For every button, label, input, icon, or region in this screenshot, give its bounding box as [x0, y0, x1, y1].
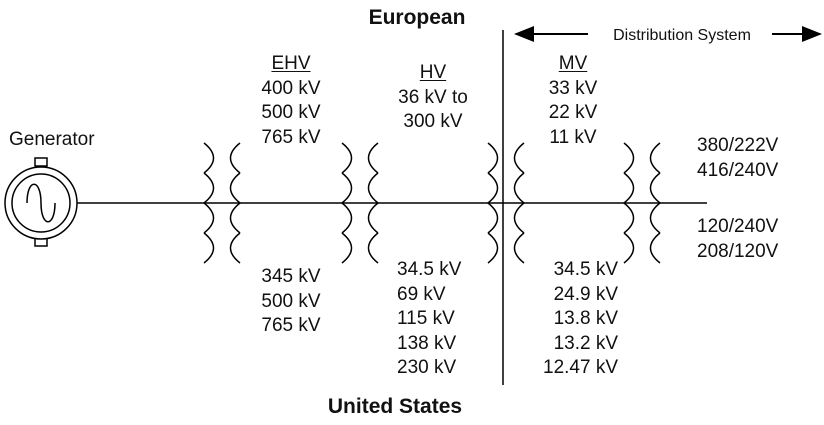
voltage-level: 400 kV: [261, 77, 321, 99]
voltage-level: 22 kV: [548, 102, 598, 123]
voltage-level: 765 kV: [261, 315, 321, 336]
voltage-level: 34.5 kV: [397, 259, 462, 280]
voltage-level: 13.2 kV: [553, 332, 618, 354]
european-hv-block: HV 36 kV to 300 kV: [383, 61, 483, 135]
voltage-level: 500 kV: [261, 102, 321, 123]
ehv-heading: EHV: [271, 53, 311, 74]
voltage-level: 380/222V: [697, 135, 779, 156]
transformer-symbol: [487, 142, 525, 264]
voltage-level: 13.8 kV: [553, 308, 618, 329]
voltage-level: 115 kV: [397, 308, 455, 329]
voltage-level: 69 kV: [397, 283, 446, 305]
voltage-level: 345 kV: [261, 266, 321, 287]
transformer-symbol: [623, 142, 661, 264]
voltage-level: 230 kV: [397, 357, 457, 378]
voltage-level: 11 kV: [549, 126, 597, 148]
us-ehv-block: 345 kV 500 kV 765 kV: [246, 265, 336, 339]
voltage-level: 34.5 kV: [553, 259, 618, 280]
voltage-level: 24.9 kV: [553, 283, 618, 305]
voltage-level: 208/120V: [697, 240, 779, 262]
us-mv-block: 34.5 kV 24.9 kV 13.8 kV 13.2 kV 12.47 kV: [508, 258, 618, 381]
voltage-level: 416/240V: [697, 159, 779, 181]
generator-symbol: [4, 157, 78, 247]
european-lv-block: 380/222V 416/240V: [697, 134, 778, 183]
us-hv-block: 34.5 kV 69 kV 115 kV 138 kV 230 kV: [397, 258, 461, 381]
european-heading: European: [368, 6, 466, 29]
mv-heading: MV: [558, 53, 588, 74]
voltage-level: 36 kV to: [398, 86, 468, 108]
voltage-level: 120/240V: [697, 216, 779, 237]
voltage-level: 765 kV: [261, 126, 321, 148]
european-ehv-block: EHV 400 kV 500 kV 765 kV: [246, 52, 336, 150]
voltage-level: 33 kV: [548, 77, 598, 99]
hv-heading: HV: [419, 62, 447, 83]
transformer-symbol: [341, 142, 379, 264]
us-lv-block: 120/240V 208/120V: [697, 215, 778, 264]
european-mv-block: MV 33 kV 22 kV 11 kV: [528, 52, 618, 150]
voltage-level: 12.47 kV: [543, 357, 618, 378]
transformers: [203, 142, 661, 264]
united-states-heading: United States: [327, 395, 463, 418]
generator-label: Generator: [9, 129, 95, 150]
voltage-level: 500 kV: [261, 290, 321, 312]
transformer-symbol: [203, 142, 241, 264]
voltage-level: 300 kV: [403, 111, 463, 132]
voltage-level: 138 kV: [397, 332, 457, 354]
distribution-system-label: Distribution System: [613, 27, 751, 44]
